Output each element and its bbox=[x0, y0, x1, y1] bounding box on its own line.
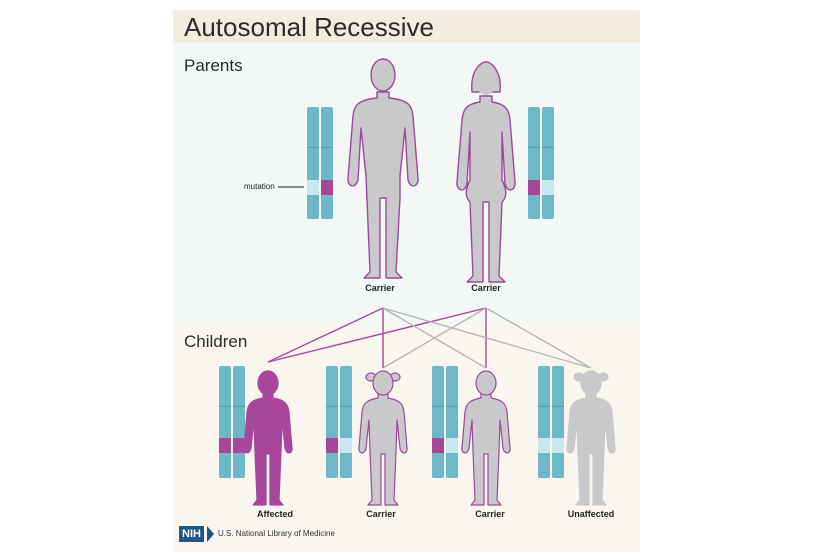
child-3-chromosome-pair bbox=[432, 366, 458, 478]
nih-footer-text: U.S. National Library of Medicine bbox=[218, 529, 335, 538]
line-father-child-1 bbox=[267, 307, 384, 363]
child-1-figure-head bbox=[257, 370, 279, 396]
child-3-figure bbox=[461, 370, 511, 506]
father-figure-head bbox=[370, 58, 396, 92]
child-1-figure bbox=[243, 370, 293, 506]
child-4-label: Unaffected bbox=[567, 509, 615, 519]
nih-logo: NIH bbox=[179, 526, 204, 542]
mother-figure-head bbox=[475, 63, 497, 95]
father-figure bbox=[347, 58, 419, 279]
child-2-chromosome-pair-chromosome-2 bbox=[340, 366, 352, 478]
mother-chromosome-pair bbox=[528, 107, 554, 219]
inheritance-illustration bbox=[219, 58, 616, 506]
nih-logo-arrow bbox=[207, 526, 214, 542]
child-1-chromosome-pair-chromosome-2 bbox=[233, 366, 245, 478]
child-3-figure-head bbox=[475, 370, 497, 396]
mother-figure bbox=[456, 61, 516, 283]
inheritance-lines bbox=[267, 307, 592, 369]
mother-chromosome-pair-chromosome-1 bbox=[528, 107, 540, 219]
father-chromosome-pair bbox=[307, 107, 333, 219]
diagram-title: Autosomal Recessive bbox=[184, 12, 434, 42]
child-1-chromosome-pair-band-1 bbox=[219, 438, 231, 453]
line-mother-child-4 bbox=[485, 307, 592, 369]
child-4-chromosome-pair-chromosome-1 bbox=[538, 366, 550, 478]
chromosome-pairs bbox=[219, 107, 564, 478]
child-1-chromosome-pair-band-2 bbox=[233, 438, 245, 453]
parents-band bbox=[173, 43, 640, 326]
child-1-chromosome-pair-chromosome-1 bbox=[219, 366, 231, 478]
title-band bbox=[173, 10, 640, 43]
child-1-figure-body bbox=[243, 393, 293, 506]
mother-chromosome-pair-band-1 bbox=[528, 180, 540, 195]
father-chromosome-pair-chromosome-1 bbox=[307, 107, 319, 219]
line-father-child-3 bbox=[382, 307, 487, 369]
parent-mother-label: Carrier bbox=[471, 283, 501, 293]
children-heading: Children bbox=[184, 332, 248, 351]
father-chromosome-pair-chromosome-2 bbox=[321, 107, 333, 219]
mutation-annotation: mutation bbox=[244, 182, 275, 191]
child-4-figure bbox=[566, 370, 616, 506]
parents-heading: Parents bbox=[184, 56, 243, 75]
child-3-chromosome-pair-chromosome-2 bbox=[446, 366, 458, 478]
child-4-chromosome-pair bbox=[538, 366, 564, 478]
child-2-figure-head bbox=[372, 370, 394, 396]
child-2-figure bbox=[358, 370, 408, 506]
child-1-label: Affected bbox=[256, 509, 293, 519]
diagram-panel: Autosomal Recessive Parents Children mut… bbox=[173, 10, 640, 552]
child-3-chromosome-pair-chromosome-1 bbox=[432, 366, 444, 478]
child-4-chromosome-pair-band-2 bbox=[552, 438, 564, 453]
mother-chromosome-pair-band-2 bbox=[542, 180, 554, 195]
child-4-figure-head bbox=[580, 370, 602, 396]
child-2-label: Carrier bbox=[366, 509, 396, 519]
father-chromosome-pair-band-2 bbox=[321, 180, 333, 195]
child-1-chromosome-pair bbox=[219, 366, 245, 478]
line-mother-child-1 bbox=[267, 307, 487, 363]
child-2-figure-body bbox=[358, 393, 408, 506]
child-4-chromosome-pair-chromosome-2 bbox=[552, 366, 564, 478]
child-4-figure-body bbox=[566, 393, 616, 506]
child-2-chromosome-pair-chromosome-1 bbox=[326, 366, 338, 478]
father-chromosome-pair-band-1 bbox=[307, 180, 319, 195]
child-3-chromosome-pair-band-1 bbox=[432, 438, 444, 453]
child-3-figure-body bbox=[461, 393, 511, 506]
child-3-chromosome-pair-band-2 bbox=[446, 438, 458, 453]
father-figure-body bbox=[347, 91, 419, 279]
child-4-chromosome-pair-band-1 bbox=[538, 438, 550, 453]
people-figures bbox=[243, 58, 616, 506]
mother-figure-body bbox=[456, 95, 516, 283]
child-2-chromosome-pair-band-2 bbox=[340, 438, 352, 453]
child-3-label: Carrier bbox=[475, 509, 505, 519]
child-2-chromosome-pair-band-1 bbox=[326, 438, 338, 453]
parent-father-label: Carrier bbox=[365, 283, 395, 293]
child-2-chromosome-pair bbox=[326, 366, 352, 478]
mother-chromosome-pair-chromosome-2 bbox=[542, 107, 554, 219]
line-father-child-4 bbox=[382, 307, 592, 369]
